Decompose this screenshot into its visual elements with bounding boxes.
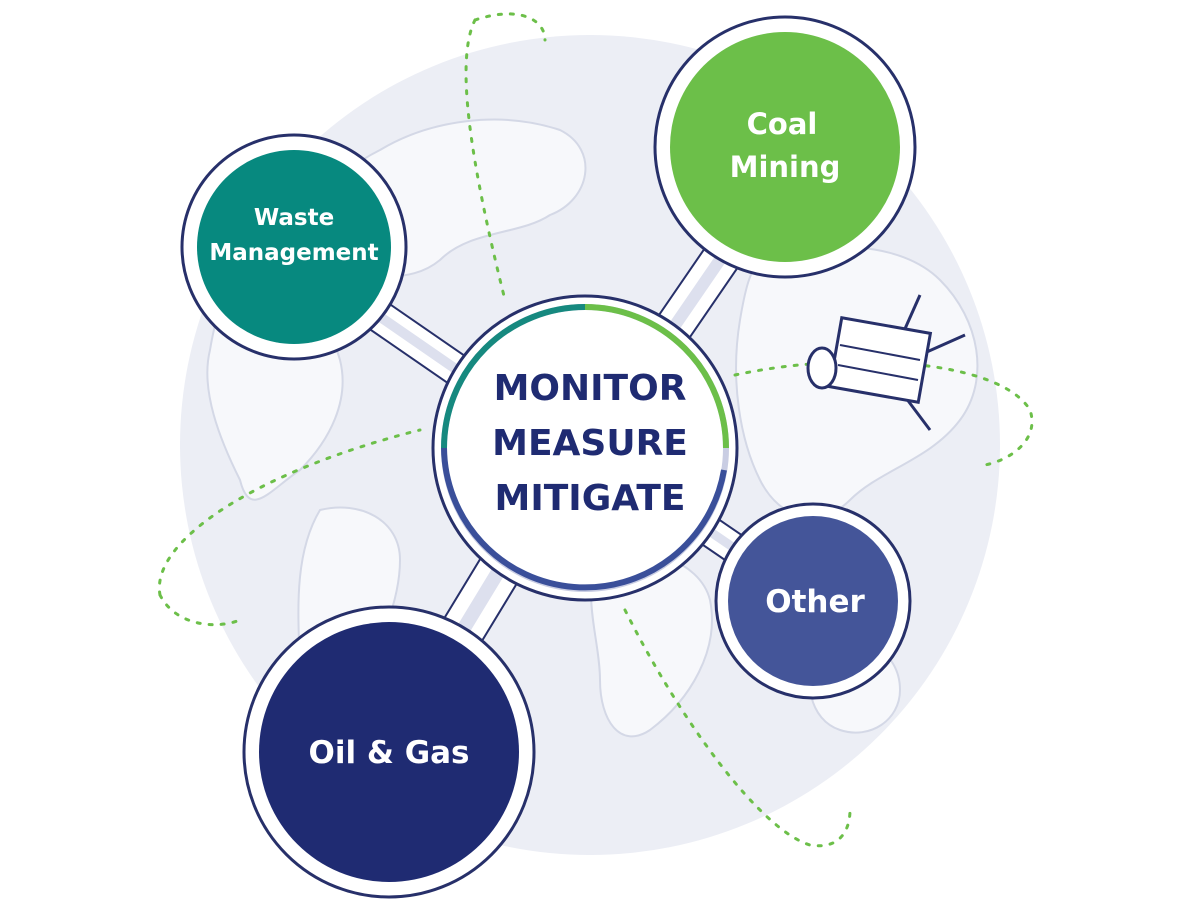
center-ring-green: [584, 304, 729, 449]
node-other-label: Other: [765, 584, 865, 620]
center-hub: MONITOR MEASURE MITIGATE: [431, 294, 739, 602]
center-line-3: MITIGATE: [495, 478, 686, 519]
node-waste-label-1: Waste: [254, 205, 334, 231]
node-waste-management: Waste Management: [180, 133, 408, 361]
center-ring-teal: [441, 304, 586, 449]
node-coal-mining: Coal Mining: [653, 15, 917, 279]
node-oil-gas: Oil & Gas: [242, 605, 536, 899]
center-ring-navy: [441, 447, 727, 591]
center-line-2: MEASURE: [492, 423, 688, 464]
satellite-icon: [806, 294, 966, 431]
node-coal-label-2: Mining: [730, 150, 841, 184]
node-waste-label-2: Management: [209, 240, 378, 266]
center-line-1: MONITOR: [494, 368, 687, 409]
node-other: Other: [714, 502, 912, 700]
node-coal-label-1: Coal: [747, 107, 818, 141]
node-oil-label: Oil & Gas: [308, 735, 469, 771]
